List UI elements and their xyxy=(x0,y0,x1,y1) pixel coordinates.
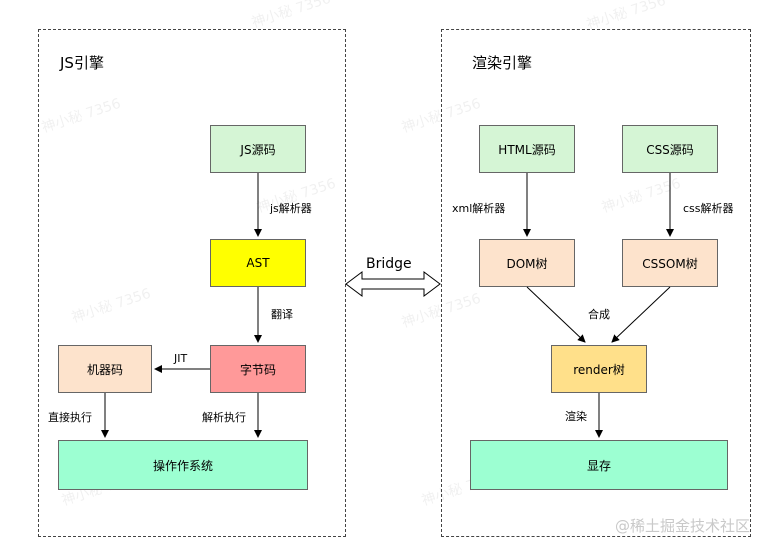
label-jit: JIT xyxy=(174,352,188,365)
bytecode-node: 字节码 xyxy=(210,345,306,393)
cssom-tree-node: CSSOM树 xyxy=(622,239,718,287)
label-js-parser: js解析器 xyxy=(270,202,312,215)
label-xml-parser: xml解析器 xyxy=(452,202,506,215)
label-render: 渲染 xyxy=(565,410,587,423)
dom-tree-node: DOM树 xyxy=(479,239,575,287)
bridge-label: Bridge xyxy=(366,256,412,272)
display-node: 显存 xyxy=(470,440,728,490)
css-source-node: CSS源码 xyxy=(622,125,718,173)
edge-cssom-to-render xyxy=(611,286,671,343)
label-direct-exec: 直接执行 xyxy=(48,411,92,424)
label-parse-exec: 解析执行 xyxy=(202,411,246,424)
machine-code-node: 机器码 xyxy=(58,345,152,393)
render-tree-node: render树 xyxy=(551,345,647,393)
ast-node: AST xyxy=(210,239,306,287)
site-watermark: @稀土掘金技术社区 xyxy=(614,517,750,535)
js-source-node: JS源码 xyxy=(210,125,306,173)
html-source-node: HTML源码 xyxy=(479,125,575,173)
label-css-parser: css解析器 xyxy=(683,202,734,215)
render-engine-panel xyxy=(441,29,751,537)
bridge-arrow xyxy=(345,271,441,297)
js-engine-panel xyxy=(38,29,346,537)
label-compose: 合成 xyxy=(588,308,610,321)
label-translate: 翻译 xyxy=(271,308,293,321)
js-engine-title: JS引擎 xyxy=(60,54,104,72)
os-node: 操作作系统 xyxy=(58,440,308,490)
render-engine-title: 渲染引擎 xyxy=(472,54,533,72)
edge-dom-to-render xyxy=(526,286,586,343)
